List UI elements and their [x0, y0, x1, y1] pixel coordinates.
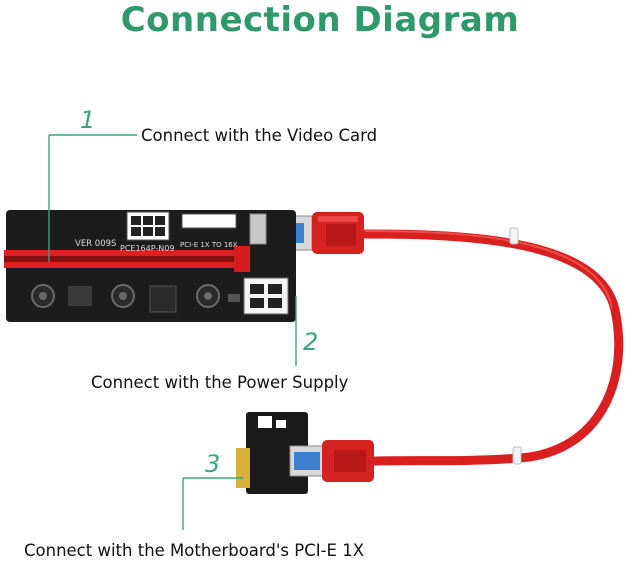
board-model-text: PCE164P-N09 [120, 244, 174, 253]
callout-number-1: 1 [80, 106, 96, 134]
riser-board: VER 009S PCE164P-N09 PCI-E 1X TO 16X [4, 210, 296, 322]
leader-line-3 [182, 477, 243, 530]
cable-tie-bottom [512, 446, 522, 465]
board-pcie-text: PCI-E 1X TO 16X [180, 241, 238, 249]
callout-label-video-card: Connect with the Video Card [141, 126, 378, 145]
leader-line-1 [48, 134, 137, 262]
molex-connector [243, 277, 289, 315]
diagram-title: Connection Diagram [120, 0, 520, 40]
usb-cable [360, 229, 624, 466]
callout-label-motherboard: Connect with the Motherboard's PCI-E 1X [24, 541, 365, 560]
pcie-1x-gold-fingers [236, 448, 250, 488]
cable-tie-top [509, 227, 519, 245]
sata-connector [181, 213, 237, 229]
chip [68, 286, 92, 306]
pcie-1x-adapter [236, 412, 374, 494]
inductor [149, 285, 177, 313]
callout-label-power-supply: Connect with the Power Supply [91, 373, 349, 392]
callout-number-2: 2 [303, 328, 319, 356]
callout-number-3: 3 [205, 450, 221, 478]
board-ver-text: VER 009S [75, 239, 116, 249]
